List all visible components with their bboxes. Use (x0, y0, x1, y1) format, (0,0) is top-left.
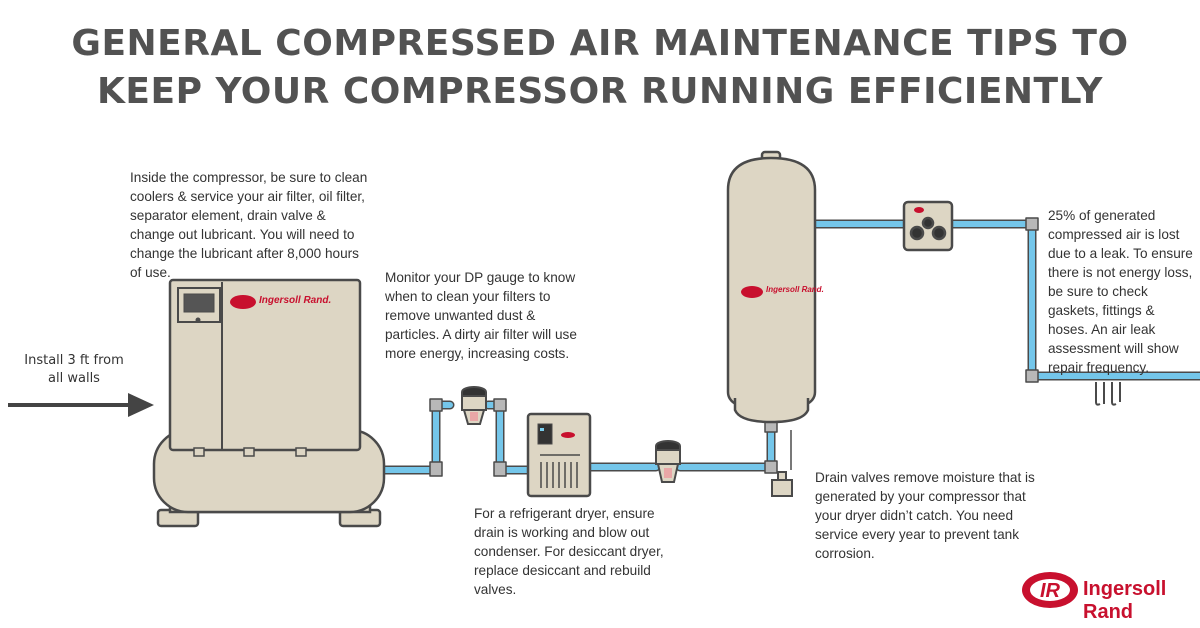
footer-brand-name: Ingersoll Rand (1083, 578, 1167, 623)
air-receiver-tank (726, 150, 817, 424)
logo-mark-text: IR (1040, 580, 1061, 602)
compressor-maintenance-note: Inside the compressor, be sure to clean … (130, 170, 368, 280)
drain-valve (771, 430, 793, 497)
air-leak-note: 25% of generated compressed air is lost … (1048, 208, 1193, 375)
footer-logo-mark: IR (1022, 572, 1078, 608)
compressor-brand-label: Ingersoll Rand. (259, 295, 332, 306)
title-line-2: KEEP YOUR COMPRESSOR RUNNING EFFICIENTLY (97, 71, 1103, 112)
refrigerated-dryer (526, 412, 592, 498)
hose-drops (1095, 382, 1121, 406)
compressor-logo (230, 295, 256, 309)
page-title: GENERAL COMPRESSED AIR MAINTENANCE TIPS … (0, 20, 1200, 116)
dryer-maintenance-note: For a refrigerant dryer, ensure drain is… (474, 506, 664, 597)
tank-brand-label: Ingersoll Rand. (766, 285, 824, 294)
air-compressor (152, 278, 386, 528)
leak-monitor-box (902, 200, 954, 252)
install-clearance-note: Install 3 ft from all walls (14, 352, 134, 388)
install-line-1: Install 3 ft from (24, 353, 124, 368)
pipe-network (375, 219, 1200, 475)
pipe-fittings (429, 217, 1039, 477)
install-arrow (8, 393, 154, 417)
inline-filter-2 (655, 440, 681, 483)
inline-filter-1 (461, 386, 487, 425)
drain-valve-note: Drain valves remove moisture that is gen… (815, 470, 1035, 561)
install-line-2: all walls (48, 371, 100, 386)
title-line-1: GENERAL COMPRESSED AIR MAINTENANCE TIPS … (71, 23, 1129, 64)
tank-logo (741, 286, 763, 298)
dp-gauge-note: Monitor your DP gauge to know when to cl… (385, 270, 577, 361)
